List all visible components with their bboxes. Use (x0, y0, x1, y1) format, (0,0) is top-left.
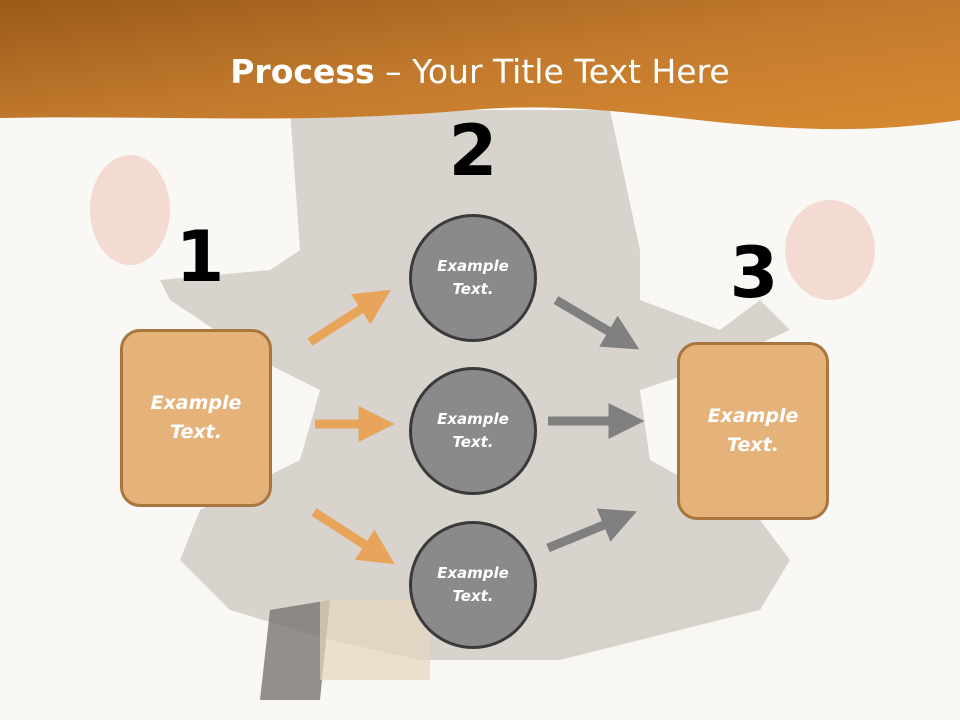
left-box-line2: Text. (170, 421, 222, 443)
step-number-3: 3 (729, 232, 779, 314)
right-box-line2: Text. (727, 434, 779, 456)
right-box: Example Text. (677, 342, 829, 520)
step-number-2: 2 (448, 110, 498, 192)
circle-middle: Example Text. (409, 367, 537, 495)
page-title: Process – Your Title Text Here (0, 52, 960, 91)
circle-top-line1: Example (437, 257, 509, 275)
right-box-line1: Example (707, 405, 799, 427)
circle-middle-line1: Example (437, 410, 509, 428)
circle-top-line2: Text. (452, 280, 494, 298)
circle-middle-line2: Text. (452, 433, 494, 451)
title-bold: Process (230, 52, 375, 91)
title-rest: – Your Title Text Here (374, 52, 730, 91)
arrow-left-to-bottom (311, 508, 395, 565)
circle-top: Example Text. (409, 214, 537, 342)
arrow-left-to-top (307, 289, 391, 346)
circle-bottom-line2: Text. (452, 587, 494, 605)
step-number-1: 1 (175, 216, 225, 298)
left-box: Example Text. (120, 329, 272, 507)
arrow-bottom-to-right (546, 508, 637, 553)
circle-bottom-line1: Example (437, 564, 509, 582)
circle-bottom: Example Text. (409, 521, 537, 649)
title-banner (0, 0, 960, 130)
left-box-line1: Example (150, 392, 242, 414)
arrow-top-to-right (553, 296, 640, 350)
